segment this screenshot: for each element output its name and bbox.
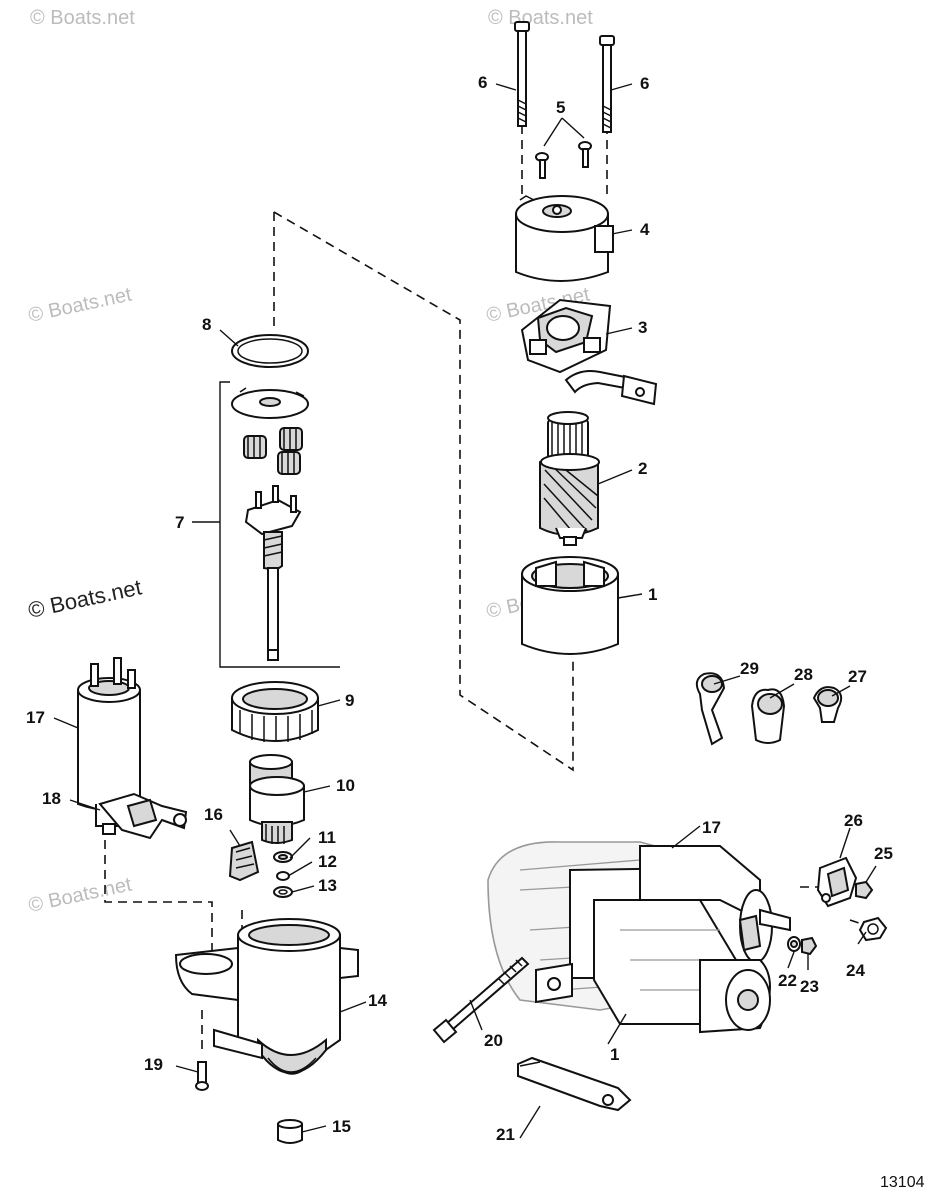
drive-pinion <box>249 754 305 844</box>
drive-housing <box>174 918 359 1075</box>
mounting-bolt <box>195 1061 209 1091</box>
callout-9: 9 <box>345 691 354 710</box>
callout-12: 12 <box>318 852 337 871</box>
callout-6: 6 <box>640 74 649 93</box>
callout-19: 19 <box>144 1055 163 1074</box>
callout-5: 5 <box>556 98 565 117</box>
planet-gear <box>279 427 303 451</box>
watermark: © Boats.net <box>488 7 593 29</box>
figure-number: 13104 <box>880 1174 925 1191</box>
callout-20: 20 <box>484 1031 503 1050</box>
terminal-boot-28 <box>750 688 786 744</box>
planet-gear <box>277 451 301 475</box>
starter-mounting-bolt <box>432 956 530 1044</box>
bushing <box>277 1119 303 1144</box>
screw-left <box>535 152 549 179</box>
ring-gear <box>231 681 319 742</box>
washer <box>273 886 293 898</box>
o-ring <box>231 334 309 368</box>
support-bracket <box>517 1056 632 1112</box>
callout-16: 16 <box>204 805 223 824</box>
hex-nut-large <box>858 916 888 942</box>
callout-1: 1 <box>610 1045 619 1064</box>
solenoid <box>77 657 141 835</box>
callout-2: 2 <box>638 459 647 478</box>
callout-7: 7 <box>175 513 184 532</box>
plunger <box>98 792 188 840</box>
armature <box>539 411 600 546</box>
through-bolt-right <box>599 35 615 133</box>
screw-right <box>578 141 592 168</box>
callout-3: 3 <box>638 318 647 337</box>
callout-8: 8 <box>202 315 211 334</box>
callout-23: 23 <box>800 977 819 996</box>
callout-11: 11 <box>318 828 336 847</box>
retainer <box>276 871 290 881</box>
lock-washer <box>787 936 801 952</box>
watermark: © Boats.net <box>26 283 134 326</box>
snap-ring <box>273 851 293 863</box>
callout-14: 14 <box>368 991 387 1010</box>
terminal-connector <box>816 856 858 908</box>
callout-25: 25 <box>874 844 893 863</box>
group-bracket <box>219 381 340 668</box>
callout-13: 13 <box>318 876 337 895</box>
callout-21: 21 <box>496 1125 515 1144</box>
callout-17: 17 <box>702 818 721 837</box>
callout-27: 27 <box>848 667 867 686</box>
brush-holder <box>520 298 658 406</box>
hex-nut <box>855 880 874 900</box>
planetary-gear-assembly <box>219 381 340 668</box>
through-bolt-left <box>514 21 530 127</box>
callout-24: 24 <box>846 961 865 980</box>
callout-17: 17 <box>26 708 45 727</box>
field-frame <box>521 556 619 655</box>
callout-18: 18 <box>42 789 61 808</box>
callout-26: 26 <box>844 811 863 830</box>
callout-10: 10 <box>336 776 355 795</box>
watermark: © Boats.net <box>26 873 134 916</box>
shift-lever <box>228 840 260 882</box>
assembly-dashed-line <box>273 211 574 772</box>
callout-22: 22 <box>778 971 797 990</box>
watermark: © Boats.net <box>26 574 144 622</box>
terminal-boot-29 <box>695 672 726 746</box>
callout-15: 15 <box>332 1117 351 1136</box>
watermark: © Boats.net <box>30 7 135 29</box>
terminal-boot-27 <box>812 686 843 723</box>
leader-lines <box>53 83 877 1139</box>
callout-29: 29 <box>740 659 759 678</box>
callout-4: 4 <box>640 220 650 239</box>
end-cap <box>515 195 614 282</box>
planet-gear <box>243 435 267 459</box>
callout-6: 6 <box>478 73 487 92</box>
hex-nut-small <box>801 936 818 956</box>
starter-assembly <box>487 841 791 1034</box>
callout-1: 1 <box>648 585 657 604</box>
callout-28: 28 <box>794 665 813 684</box>
assembly-dashed-line <box>104 840 213 960</box>
